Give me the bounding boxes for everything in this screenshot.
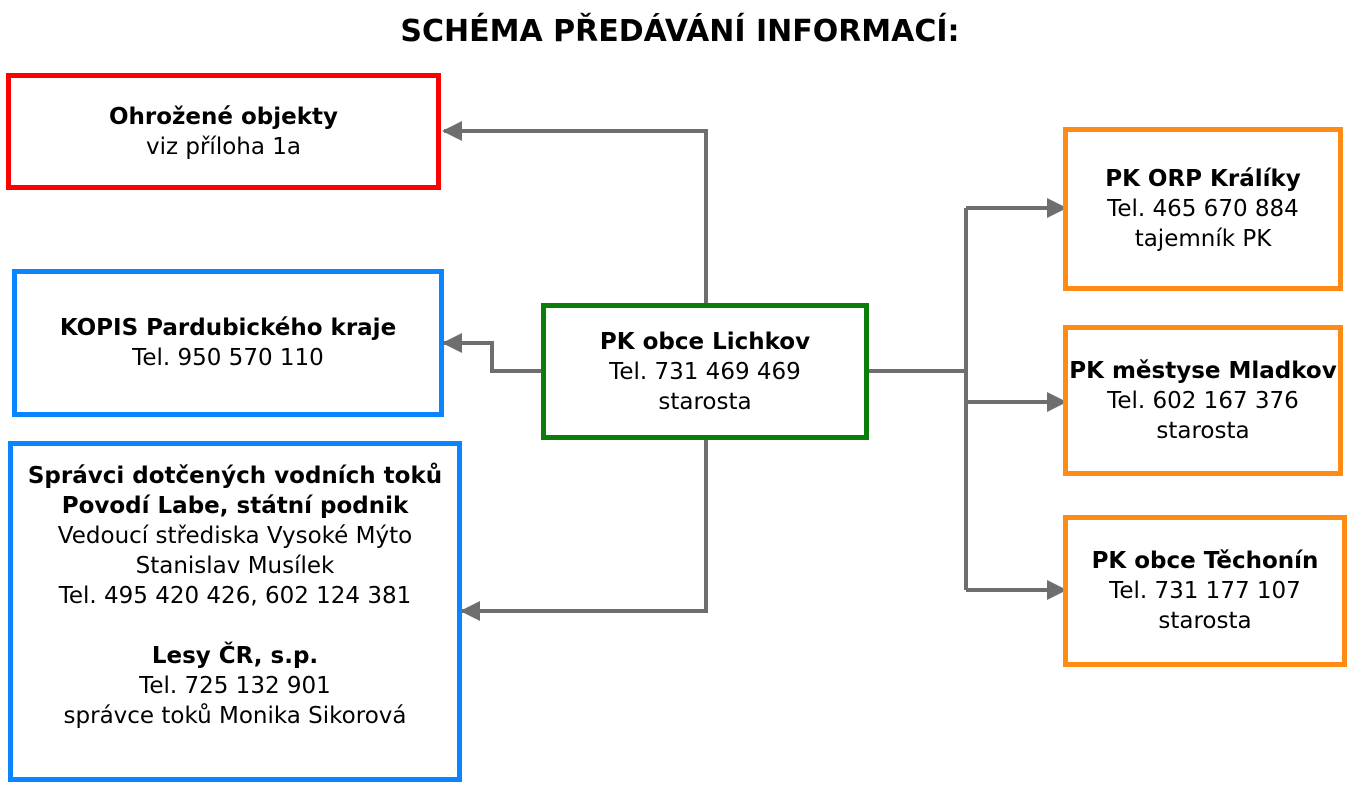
box-org-name: Povodí Labe, státní podnik (61, 493, 409, 519)
box-line: správce toků Monika Sikorová (63, 703, 407, 729)
box-phone: Tel. 950 570 110 (132, 345, 324, 371)
arrow-to-kopis (442, 333, 543, 373)
kopis-box: KOPIS Pardubického kraje Tel. 950 570 11… (12, 269, 444, 417)
box-role: tajemník PK (1134, 226, 1272, 252)
box-name: PK městyse Mladkov (1069, 357, 1337, 384)
box-phone: Tel. 465 670 884 (1107, 196, 1299, 222)
box-name: Ohrožené objekty (108, 103, 339, 130)
box-role: starosta (658, 388, 752, 415)
arrow-to-threatened (442, 121, 708, 305)
center-pk-lichkov-box: PK obce Lichkov Tel. 731 469 469 starost… (541, 303, 869, 440)
river-managers-box: Správci dotčených vodních toků Povodí La… (8, 441, 462, 782)
box-name: PK obce Těchonín (1091, 548, 1319, 574)
box-phone: Tel. 495 420 426, 602 124 381 (58, 583, 412, 609)
threatened-objects-box: Ohrožené objekty viz příloha 1a (6, 73, 441, 190)
box-name: KOPIS Pardubického kraje (59, 315, 397, 341)
box-name: Správci dotčených vodních toků (27, 463, 443, 489)
box-org-name: Lesy ČR, s.p. (151, 643, 319, 669)
pk-orp-kraliky-box: PK ORP Králíky Tel. 465 670 884 tajemník… (1063, 127, 1343, 291)
box-name: PK ORP Králíky (1105, 166, 1301, 192)
box-line: Stanislav Musílek (135, 553, 335, 579)
box-line: Vedoucí střediska Vysoké Mýto (57, 523, 413, 549)
box-name: PK obce Lichkov (599, 328, 811, 355)
box-phone: Tel. 725 132 901 (139, 673, 331, 699)
arrow-to-rivers (460, 438, 708, 621)
box-phone: Tel. 731 177 107 (1109, 578, 1301, 604)
box-line: viz příloha 1a (145, 133, 301, 160)
diagram-title: SCHÉMA PŘEDÁVÁNÍ INFORMACÍ: (400, 14, 960, 49)
box-phone: Tel. 731 469 469 (609, 358, 801, 385)
box-role: starosta (1156, 417, 1250, 444)
box-phone: Tel. 602 167 376 (1107, 387, 1299, 414)
pk-mladkov-box: PK městyse Mladkov Tel. 602 167 376 star… (1063, 325, 1343, 476)
pk-techonin-box: PK obce Těchonín Tel. 731 177 107 staros… (1063, 515, 1347, 667)
box-role: starosta (1158, 608, 1252, 634)
